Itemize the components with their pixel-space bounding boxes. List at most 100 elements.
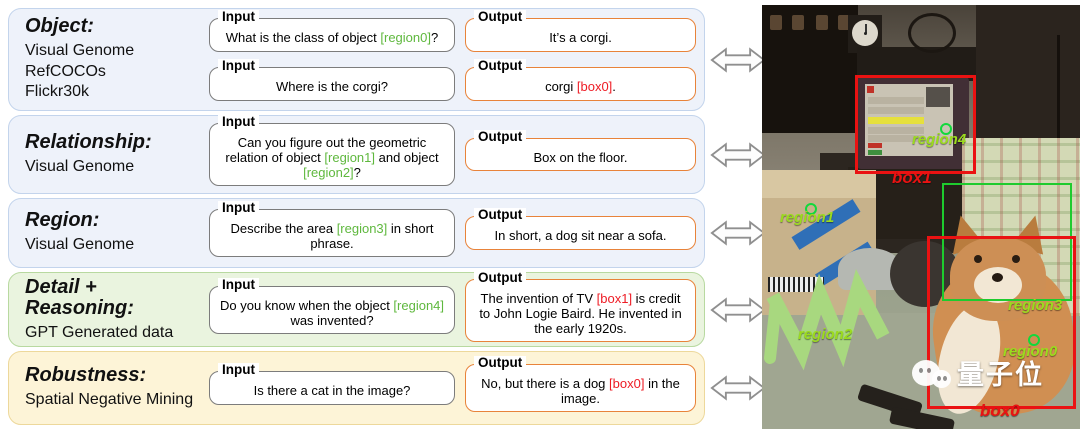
- input-label: Input: [218, 363, 259, 377]
- input-message: Is there a cat in the image?: [218, 383, 446, 398]
- output-message: In short, a dog sit near a sofa.: [474, 228, 687, 243]
- token-red: [box0]: [576, 79, 613, 95]
- output-message: corgi [box0].: [474, 79, 687, 94]
- region1-label: region1: [780, 209, 835, 226]
- region1-marker: [805, 203, 817, 215]
- clock-center: [864, 32, 867, 35]
- output-message: The invention of TV [box1] is credit to …: [474, 291, 687, 336]
- input-message: Can you figure out the geometric relatio…: [218, 135, 446, 180]
- tv-menu-hint: [868, 150, 882, 155]
- text-segment: is credit to John Logie Baird. He invent…: [479, 290, 682, 336]
- output-label: Output: [474, 271, 527, 285]
- text-segment: The invention of TV: [480, 290, 597, 306]
- dataset-source: Spatial Negative Mining: [25, 391, 194, 409]
- mug: [816, 15, 828, 30]
- output-label: Output: [474, 356, 527, 370]
- bidirectional-arrow-icon: [710, 373, 766, 403]
- tv-menu-row-highlighted: [868, 117, 924, 124]
- region0-marker: [1028, 334, 1040, 346]
- token-green: [region0]: [380, 30, 431, 46]
- text-segment: in the image.: [560, 375, 680, 406]
- region3-label: region3: [1008, 297, 1063, 314]
- tv-menu-row: [868, 97, 924, 104]
- region0-label: region0: [1003, 343, 1058, 360]
- region4-marker: [940, 123, 952, 135]
- input-message: Do you know when the object [region4] wa…: [218, 298, 446, 328]
- clock-hand: [865, 24, 867, 33]
- tv-menu-thumbnail: [926, 87, 950, 107]
- dataset-source: Flickr30k: [25, 83, 90, 101]
- token-green: [region1]: [324, 149, 375, 165]
- box-barcode: [768, 277, 824, 292]
- text-segment: In short, a dog sit near a sofa.: [494, 228, 667, 244]
- dataset-source: GPT Generated data: [25, 324, 174, 341]
- box0-bbox: [927, 236, 1076, 409]
- section-title: Relationship:: [25, 130, 152, 153]
- output-message: It’s a corgi.: [474, 30, 687, 45]
- bidirectional-arrow-icon: [710, 295, 766, 325]
- dataset-source: RefCOCOs: [25, 62, 106, 80]
- dataset-source: Visual Genome: [25, 157, 135, 175]
- box0-label: box0: [980, 401, 1020, 420]
- text-segment: was invented?: [290, 313, 374, 329]
- watermark-text: 量子位: [957, 360, 1044, 390]
- text-segment: in short phrase.: [310, 220, 434, 251]
- tv-menu-row: [868, 127, 924, 134]
- corgi-eye: [1012, 255, 1020, 263]
- text-segment: What is the class of object: [225, 30, 381, 46]
- text-segment: ?: [430, 30, 439, 46]
- text-segment: ?: [353, 165, 361, 181]
- token-green: [region2]: [303, 165, 354, 181]
- input-label: Input: [218, 59, 259, 73]
- text-segment: It’s a corgi.: [549, 30, 612, 46]
- input-box: Input Is there a cat in the image?: [209, 363, 455, 405]
- section-title: Robustness:: [25, 364, 147, 387]
- section-title: Region:: [25, 209, 100, 232]
- section-title: Detail + Reasoning:: [25, 276, 134, 319]
- corgi-nose: [992, 273, 1003, 282]
- token-green: [region4]: [393, 298, 445, 314]
- input-message: Describe the area [region3] in short phr…: [218, 221, 446, 251]
- corgi-eye: [974, 255, 982, 263]
- text-segment: .: [612, 79, 616, 95]
- output-message: Box on the floor.: [474, 150, 687, 165]
- antenna-loop: [908, 13, 956, 53]
- box-flap: [762, 170, 876, 198]
- region3-bbox: [942, 183, 1072, 301]
- tv-menu-hint: [868, 143, 882, 148]
- text-segment: Describe the area: [230, 220, 337, 236]
- mug: [792, 15, 804, 30]
- token-green: [region3]: [336, 220, 388, 236]
- input-message: What is the class of object [region0]?: [218, 30, 446, 45]
- text-segment: Do you know when the object: [219, 298, 394, 314]
- chat-bubble-icon: [932, 369, 951, 388]
- region2-scribble: [764, 269, 890, 371]
- box1-bbox: [855, 75, 976, 174]
- text-segment: No, but there is a dog: [481, 375, 610, 391]
- section-title: Object:: [25, 15, 94, 38]
- tv-menu-row: [868, 107, 924, 114]
- output-message: No, but there is a dog [box0] in the ima…: [474, 376, 687, 406]
- bidirectional-arrow-icon: [710, 140, 766, 170]
- watermark: 量子位: [912, 353, 1044, 392]
- section-head: Robustness: Spatial Negative Mining: [17, 365, 199, 410]
- dataset-source: Visual Genome: [25, 42, 135, 60]
- text-segment: Can you figure out the geometric relatio…: [225, 134, 427, 165]
- lamp-pole: [1057, 35, 1060, 215]
- text-segment: Box on the floor.: [533, 149, 628, 165]
- token-red: [box1]: [596, 290, 633, 306]
